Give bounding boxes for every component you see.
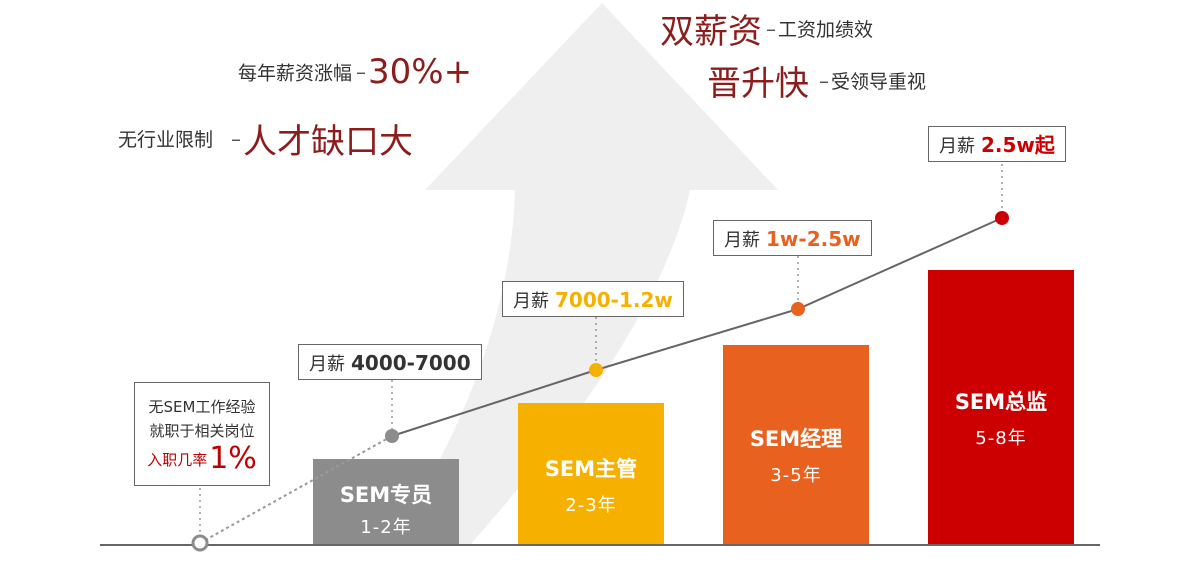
trend-line: [391, 217, 1003, 437]
level-years: 1-2年: [360, 517, 412, 538]
entry-line-2: 就职于相关岗位: [149, 422, 255, 440]
salary-label: 月薪: [724, 230, 760, 251]
slogan-double-pay-title: 双薪资: [660, 12, 762, 52]
level-title: SEM主管: [544, 457, 638, 481]
salary-box-specialist: 月薪 4000-7000: [298, 344, 482, 380]
salary-box-supervisor: 月薪 7000-1.2w: [502, 281, 684, 317]
level-title: SEM总监: [954, 390, 1048, 414]
slogan-dash: –: [231, 126, 242, 151]
slogan-double-pay: 双薪资–工资加绩效: [660, 4, 873, 53]
level-years: 2-3年: [565, 495, 617, 516]
slogan-fast-promotion: 晋升快–受领导重视: [707, 56, 926, 105]
supervisor-point: [589, 363, 603, 377]
trend-line-dashed: [199, 435, 393, 544]
entry-rate-label: 入职几率: [147, 451, 208, 469]
level-years: 5-8年: [975, 428, 1027, 449]
level-bar-supervisor: SEM主管 2-3年: [518, 403, 664, 545]
salary-label: 月薪: [513, 291, 549, 312]
salary-amount: 7000-1.2w: [555, 288, 673, 312]
specialist-point: [385, 429, 399, 443]
slogan-salary-raise: 每年薪资涨幅–30%+: [238, 52, 472, 92]
salary-label: 月薪: [939, 136, 975, 157]
entry-rate-value: 1%: [209, 441, 257, 476]
slogan-double-pay-desc: 工资加绩效: [778, 19, 874, 41]
salary-label: 月薪: [309, 354, 345, 375]
level-bar-specialist: SEM专员 1-2年: [313, 459, 459, 545]
slogan-no-limit-label: 无行业限制: [118, 129, 214, 151]
salary-box-manager: 月薪 1w-2.5w: [713, 220, 872, 256]
slogan-no-industry-limit: 无行业限制–人才缺口大: [118, 114, 413, 163]
level-title: SEM经理: [749, 427, 843, 451]
entry-point: [191, 534, 209, 552]
slogan-talent-gap: 人才缺口大: [243, 122, 414, 162]
level-years: 3-5年: [770, 465, 822, 486]
director-point: [995, 211, 1009, 225]
entry-rate: 入职几率1%: [135, 444, 269, 474]
salary-amount: 2.5w起: [981, 133, 1055, 157]
slogan-dash: –: [356, 60, 367, 84]
level-bar-director: SEM总监 5-8年: [928, 270, 1074, 545]
slogan-promotion-title: 晋升快: [707, 64, 809, 104]
salary-amount: 4000-7000: [351, 351, 471, 375]
entry-info-box: 无SEM工作经验 就职于相关岗位 入职几率1%: [134, 382, 270, 486]
slogan-dash: –: [819, 68, 829, 93]
salary-box-director: 月薪 2.5w起: [928, 126, 1066, 162]
level-bar-manager: SEM经理 3-5年: [723, 345, 869, 545]
entry-line-1: 无SEM工作经验: [148, 398, 256, 416]
slogan-promotion-desc: 受领导重视: [831, 71, 927, 93]
level-title: SEM专员: [339, 483, 433, 507]
big-arrow-shape: [390, 3, 778, 545]
slogan-dash: –: [766, 16, 776, 41]
slogan-raise-label: 每年薪资涨幅: [238, 62, 353, 85]
manager-point: [791, 302, 805, 316]
salary-amount: 1w-2.5w: [766, 227, 861, 251]
slogan-raise-value: 30%+: [368, 52, 473, 92]
